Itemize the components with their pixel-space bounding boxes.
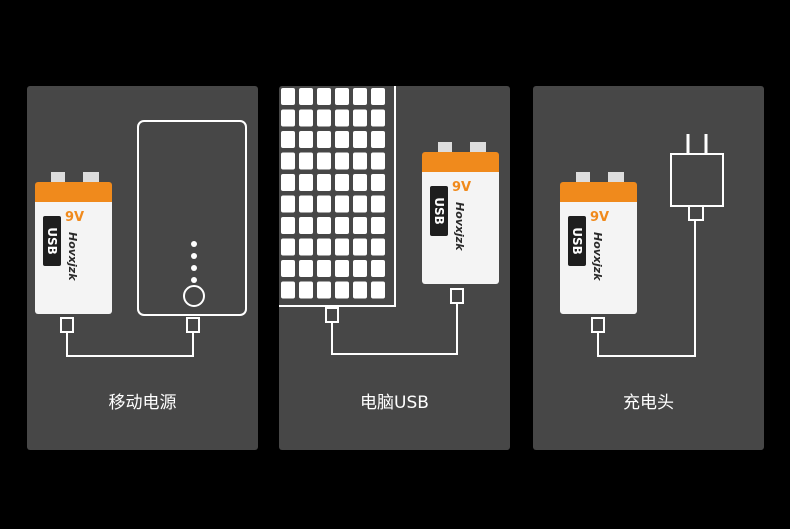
keyboard-key	[317, 131, 331, 148]
keyboard-key	[335, 88, 349, 105]
power-button-icon	[183, 285, 205, 307]
keyboard-key	[299, 88, 313, 105]
usb-cable	[597, 220, 696, 357]
keyboard-key	[335, 174, 349, 191]
keyboard-key	[299, 217, 313, 234]
keyboard-key	[371, 260, 385, 277]
keyboard-key	[353, 109, 367, 127]
keyboard-key	[353, 174, 367, 191]
charger-panel: USB 9V Hovxjzk 充电头	[533, 86, 764, 450]
battery-brand: Hovxjzk	[591, 232, 604, 281]
keyboard-key	[299, 238, 313, 256]
battery-usb-label: USB	[45, 227, 59, 255]
keyboard-key	[281, 217, 295, 234]
keyboard-key	[317, 174, 331, 191]
keyboard-key	[371, 109, 385, 127]
keyboard-key	[281, 238, 295, 256]
keyboard-key	[371, 238, 385, 256]
keyboard-key	[317, 88, 331, 105]
keyboard-key	[281, 88, 295, 105]
keyboard-key	[281, 152, 295, 170]
keyboard-key	[335, 238, 349, 256]
caption-charger: 充电头	[623, 393, 674, 413]
keyboard-key	[299, 152, 313, 170]
keyboard-key	[371, 152, 385, 170]
keyboard-key	[281, 174, 295, 191]
keyboard-key	[371, 131, 385, 148]
keyboard-key	[317, 281, 331, 299]
keyboard-key	[335, 131, 349, 148]
keyboard-key	[317, 260, 331, 277]
keyboard-key	[353, 195, 367, 213]
battery-usb-label: USB	[570, 227, 584, 255]
computer-usb-panel: USB 9V Hovxjzk 电脑USB	[279, 86, 510, 450]
keyboard-key	[317, 217, 331, 234]
keyboard-key	[353, 281, 367, 299]
keyboard-key	[353, 88, 367, 105]
power-bank-illustration	[60, 120, 247, 357]
battery-brand: Hovxjzk	[66, 232, 79, 281]
keyboard-key	[371, 174, 385, 191]
keyboard-key	[371, 281, 385, 299]
battery-brand: Hovxjzk	[453, 202, 466, 251]
keyboard-key	[281, 131, 295, 148]
power-bank-panel: USB 9V Hovxjzk 移动电源	[27, 86, 258, 450]
keyboard-key	[299, 131, 313, 148]
keyboard-key	[335, 217, 349, 234]
usb-cable	[66, 332, 194, 357]
keyboard-key	[317, 195, 331, 213]
keyboard-key	[335, 260, 349, 277]
keyboard-key	[299, 260, 313, 277]
keyboard-key	[317, 238, 331, 256]
caption-computer-usb: 电脑USB	[360, 393, 429, 413]
keyboard-key	[353, 260, 367, 277]
keyboard-key	[317, 109, 331, 127]
charger-illustration	[591, 134, 724, 357]
usb-cable	[331, 303, 458, 355]
keyboard-key	[299, 109, 313, 127]
caption-power-bank: 移动电源	[108, 393, 177, 413]
keyboard-key	[317, 152, 331, 170]
keyboard-key	[353, 217, 367, 234]
battery-voltage: 9V	[65, 210, 85, 225]
keyboard-key	[281, 260, 295, 277]
charger-icon	[670, 153, 724, 207]
battery-voltage: 9V	[590, 210, 610, 225]
keyboard-key	[371, 195, 385, 213]
keyboard-key	[335, 109, 349, 127]
battery-voltage: 9V	[452, 180, 472, 195]
keyboard-key	[299, 195, 313, 213]
keyboard-key	[281, 281, 295, 299]
keyboard-icon	[281, 88, 385, 299]
battery-usb-label: USB	[432, 197, 446, 225]
keyboard-key	[335, 281, 349, 299]
keyboard-illustration	[279, 86, 464, 355]
keyboard-key	[299, 174, 313, 191]
keyboard-key	[281, 195, 295, 213]
keyboard-key	[371, 88, 385, 105]
keyboard-key	[353, 238, 367, 256]
keyboard-key	[353, 131, 367, 148]
keyboard-key	[299, 281, 313, 299]
keyboard-key	[335, 152, 349, 170]
power-bank-icon	[137, 120, 247, 316]
keyboard-key	[353, 152, 367, 170]
keyboard-key	[371, 217, 385, 234]
keyboard-key	[281, 109, 295, 127]
keyboard-key	[335, 195, 349, 213]
